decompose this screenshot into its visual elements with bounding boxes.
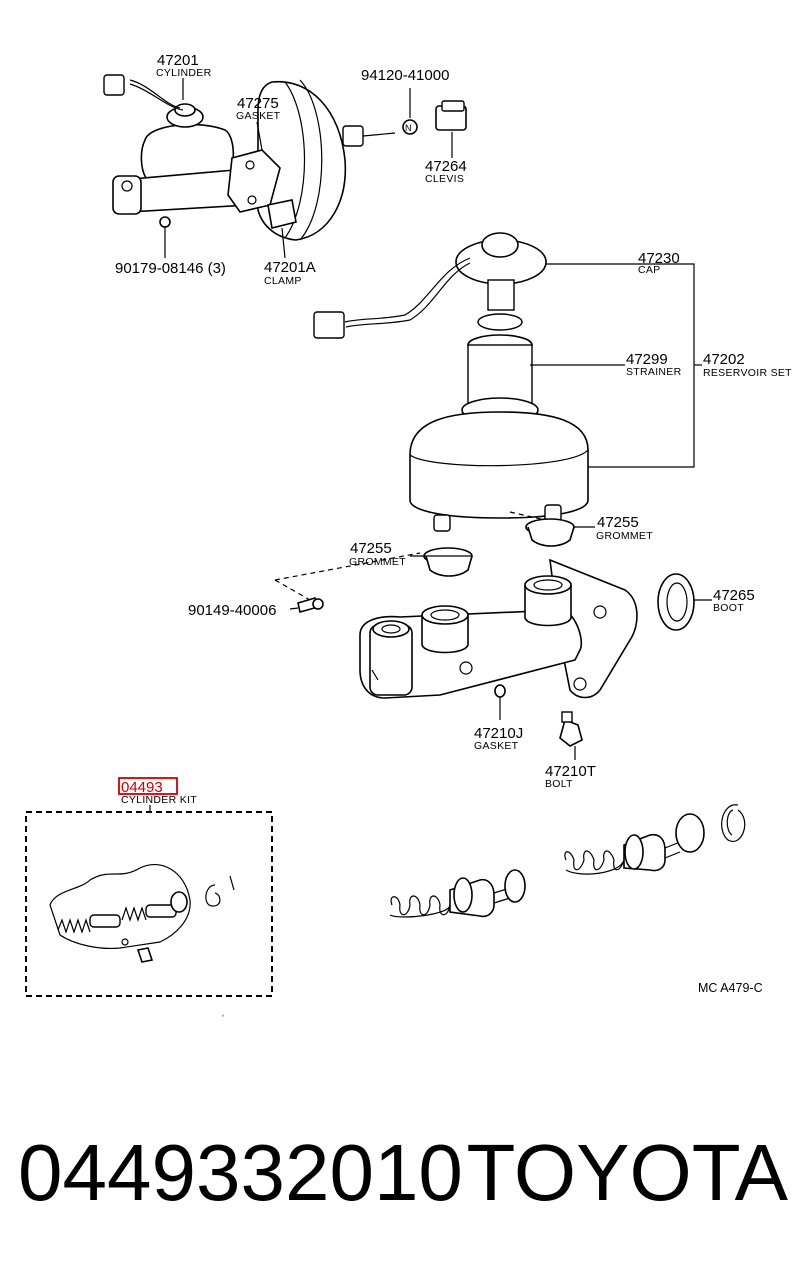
label-47264-name: CLEVIS	[425, 173, 464, 185]
label-47210J-name: GASKET	[474, 740, 519, 752]
label-47299-name: STRAINER	[626, 366, 682, 378]
label-47201A: 47201A CLAMP	[264, 259, 316, 287]
label-47265-number: 47265	[713, 587, 755, 604]
label-47210T: 47210T BOLT	[545, 763, 596, 790]
diagram-ref-code: MC A479-C	[698, 981, 763, 995]
label-47230-number: 47230	[638, 250, 680, 267]
label-47230-name: CAP	[638, 264, 661, 276]
label-94120-number: 94120-41000	[361, 67, 449, 84]
piston-parts-drawing	[389, 804, 746, 918]
label-94120: 94120-41000	[361, 67, 449, 84]
label-47255-left-number: 47255	[350, 540, 392, 557]
label-47201A-name: CLAMP	[264, 275, 302, 287]
label-47264-number: 47264	[425, 158, 467, 175]
label-47230: 47230 CAP	[638, 250, 680, 276]
label-47275-number: 47275	[237, 95, 279, 112]
label-04493-name: CYLINDER KIT	[121, 794, 197, 806]
label-47299: 47299 STRAINER	[626, 351, 682, 378]
cylinder-kit-drawing	[25, 805, 273, 997]
label-47201-number: 47201	[157, 52, 199, 69]
footer-part-number: 0449332010	[18, 1128, 463, 1217]
label-47255-right-number: 47255	[597, 514, 639, 531]
label-47201-name: CYLINDER	[156, 67, 212, 79]
label-04493-number: 04493	[121, 779, 163, 796]
label-47265: 47265 BOOT	[713, 587, 755, 614]
label-47202-number: 47202	[703, 351, 745, 368]
booster-assembly-drawing: N	[103, 74, 467, 259]
label-47255-left: 47255 GROMMET	[349, 540, 406, 568]
reservoir-set-drawing	[313, 232, 702, 532]
label-47264: 47264 CLEVIS	[425, 158, 467, 185]
highlight-box	[118, 777, 178, 795]
grommets-drawing	[274, 511, 595, 601]
label-47210J-number: 47210J	[474, 725, 523, 742]
label-47299-number: 47299	[626, 351, 668, 368]
label-47201: 47201 CYLINDER	[156, 52, 212, 79]
label-47210T-number: 47210T	[545, 763, 596, 780]
master-cylinder-drawing	[289, 558, 712, 760]
footer: 0449332010 TOYOTA	[18, 1128, 788, 1218]
label-47202: 47202 RESERVOIR SET	[703, 351, 792, 379]
label-90149-number: 90149-40006	[188, 602, 276, 619]
label-90179: 90179-08146 (3)	[115, 260, 226, 277]
parts-diagram: N	[25, 52, 792, 1023]
label-47265-name: BOOT	[713, 602, 744, 614]
footer-brand: TOYOTA	[466, 1128, 788, 1217]
label-04493: 04493 CYLINDER KIT	[118, 777, 197, 806]
label-47255-left-name: GROMMET	[349, 556, 406, 568]
label-47210T-name: BOLT	[545, 778, 573, 790]
label-47255-right-name: GROMMET	[596, 530, 653, 542]
label-90149: 90149-40006	[188, 602, 276, 619]
svg-text:N: N	[405, 123, 412, 133]
label-47201A-number: 47201A	[264, 259, 316, 276]
stray-mark: ‘	[222, 1013, 224, 1023]
label-90179-number: 90179-08146 (3)	[115, 260, 226, 277]
label-47275-name: GASKET	[236, 110, 281, 122]
label-47275: 47275 GASKET	[236, 95, 281, 122]
label-47210J: 47210J GASKET	[474, 725, 523, 752]
label-47202-name: RESERVOIR SET	[703, 367, 792, 379]
label-47255-right: 47255 GROMMET	[596, 514, 653, 542]
